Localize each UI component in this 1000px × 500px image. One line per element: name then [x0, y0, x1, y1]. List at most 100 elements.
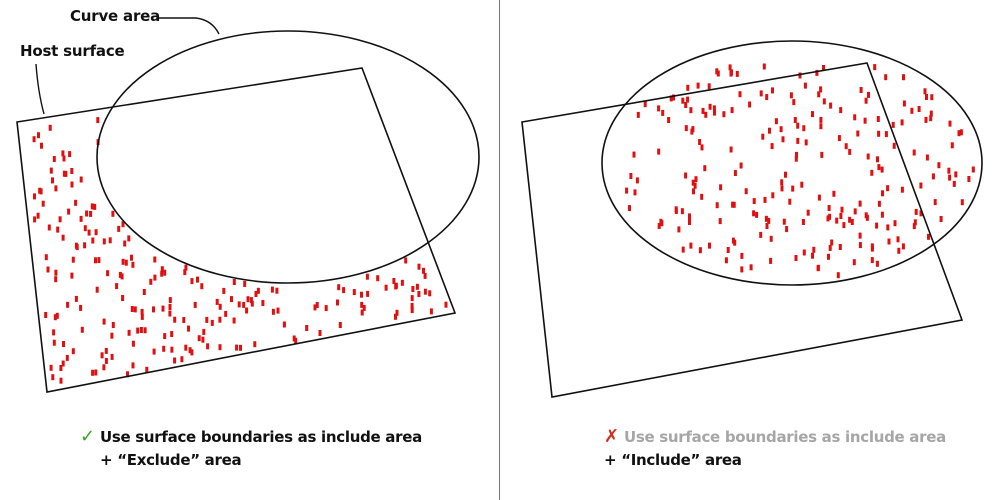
point-marker — [688, 213, 691, 220]
point-marker — [952, 180, 956, 187]
point-marker — [880, 211, 884, 218]
point-marker — [703, 165, 707, 172]
point-marker — [839, 107, 843, 114]
point-marker — [877, 130, 881, 137]
left-point-cloud — [32, 117, 448, 384]
left-panel: Curve area Host surface ✓Use surface bou… — [16, 7, 480, 469]
point-marker — [410, 295, 414, 302]
point-marker — [394, 313, 397, 320]
point-marker — [79, 304, 83, 311]
point-marker — [54, 185, 58, 192]
point-marker — [249, 297, 253, 304]
point-marker — [789, 92, 793, 99]
point-marker — [715, 68, 719, 75]
point-marker — [49, 167, 53, 174]
point-marker — [196, 276, 199, 283]
point-marker — [131, 261, 135, 268]
point-marker — [919, 182, 923, 189]
point-marker — [688, 219, 691, 225]
point-marker — [417, 263, 421, 270]
panel-divider — [499, 0, 500, 500]
point-marker — [661, 109, 665, 116]
point-marker — [59, 377, 63, 384]
point-marker — [46, 266, 50, 273]
point-marker — [83, 242, 87, 249]
point-marker — [873, 64, 877, 71]
point-marker — [724, 257, 728, 264]
point-marker — [70, 181, 74, 188]
point-marker — [270, 286, 274, 293]
point-marker — [852, 259, 856, 266]
point-marker — [902, 74, 905, 81]
point-marker — [722, 111, 726, 118]
point-marker — [91, 237, 95, 244]
point-marker — [686, 84, 690, 91]
point-marker — [47, 224, 51, 231]
point-marker — [162, 345, 166, 352]
point-marker — [910, 107, 914, 114]
point-marker — [802, 249, 806, 256]
point-marker — [891, 121, 895, 128]
point-marker — [230, 296, 233, 303]
point-marker — [827, 253, 830, 260]
point-marker — [923, 88, 927, 95]
point-marker — [83, 225, 87, 232]
point-marker — [795, 151, 798, 158]
point-marker — [886, 224, 890, 231]
point-marker — [828, 244, 832, 251]
point-marker — [70, 168, 74, 174]
point-marker — [853, 208, 857, 215]
point-marker — [342, 287, 346, 294]
point-marker — [877, 200, 881, 207]
point-marker — [94, 257, 97, 264]
point-marker — [769, 257, 773, 264]
point-marker — [139, 327, 143, 333]
point-marker — [237, 301, 241, 308]
point-marker — [768, 127, 771, 134]
right-diagram — [521, 40, 983, 398]
point-marker — [100, 352, 104, 359]
right-panel: ✗Use surface boundaries as include area … — [500, 0, 1000, 500]
point-marker — [967, 176, 971, 182]
point-marker — [800, 181, 804, 188]
point-marker — [827, 205, 831, 211]
point-marker — [61, 360, 65, 367]
point-marker — [877, 164, 881, 171]
point-marker — [64, 170, 68, 177]
point-marker — [698, 247, 702, 254]
point-marker — [900, 186, 904, 193]
point-marker — [925, 154, 929, 161]
point-marker — [79, 215, 83, 222]
point-marker — [726, 247, 730, 253]
point-marker — [884, 74, 888, 81]
point-marker — [694, 176, 698, 183]
point-marker — [120, 273, 124, 280]
point-marker — [765, 94, 769, 101]
point-marker — [819, 116, 823, 123]
point-marker — [701, 107, 705, 114]
point-marker — [145, 366, 149, 373]
point-marker — [51, 177, 54, 184]
point-marker — [121, 258, 125, 265]
point-marker — [315, 302, 319, 308]
point-marker — [708, 242, 711, 249]
point-marker — [728, 64, 732, 71]
point-marker — [193, 301, 197, 308]
point-marker — [201, 336, 205, 343]
point-marker — [324, 305, 328, 312]
point-marker — [870, 169, 874, 176]
point-marker — [689, 242, 693, 249]
point-marker — [384, 284, 388, 291]
point-marker — [957, 130, 961, 137]
point-marker — [819, 123, 823, 130]
point-marker — [124, 259, 128, 266]
curve-area-outline — [96, 30, 480, 284]
point-marker — [59, 365, 63, 371]
point-marker — [422, 267, 425, 274]
point-marker — [893, 220, 897, 227]
point-marker — [848, 216, 852, 223]
point-marker — [954, 171, 958, 178]
point-marker — [170, 346, 174, 353]
point-marker — [876, 156, 879, 163]
